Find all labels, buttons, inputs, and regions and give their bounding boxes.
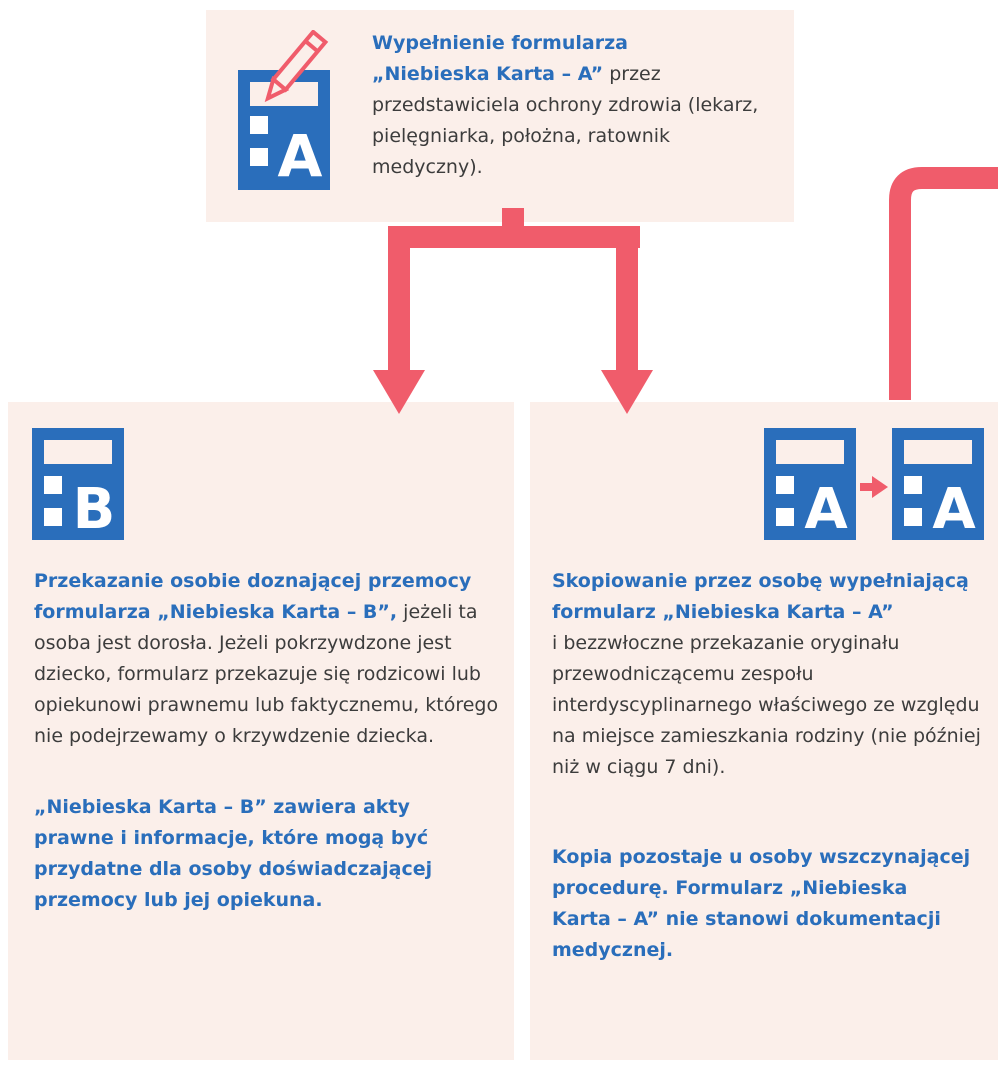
icon-letter: A	[278, 122, 323, 190]
right-step-text: Skopiowanie przez osobę wypełniającą for…	[552, 566, 992, 783]
top-step-form-name: „Niebieska Karta – A”	[372, 63, 604, 85]
svg-text:A: A	[932, 477, 976, 540]
form-a-icon: A	[764, 428, 856, 540]
icon-letter: B	[73, 477, 116, 540]
form-a-copy-icon: A	[892, 428, 984, 540]
top-step-description: przez przedstawiciela ochrony zdrowia (l…	[372, 63, 759, 178]
left-step-text: Przekazanie osobie doznającej przemocy f…	[34, 566, 504, 752]
top-step-title: Wypełnienie formularza	[372, 32, 628, 54]
left-step-description: jeżeli ta osoba jest dorosła. Jeżeli pok…	[34, 601, 499, 747]
svg-text:A: A	[804, 477, 848, 540]
connector-left-leg	[388, 226, 410, 374]
right-step-note: Kopia pozostaje u osoby wszczynającej pr…	[552, 846, 971, 961]
form-b-icon: B	[32, 428, 124, 540]
top-step-text: Wypełnienie formularza „Niebieska Karta …	[372, 28, 772, 183]
form-a-pencil-icon: A	[232, 30, 360, 194]
feedback-line	[889, 167, 998, 400]
left-step-title: Przekazanie osobie doznającej przemocy f…	[34, 570, 472, 623]
left-step-note: „Niebieska Karta – B” zawiera akty prawn…	[34, 796, 433, 911]
copy-arrow-icon	[860, 476, 888, 498]
connector-bar	[388, 226, 640, 248]
connector-right-leg	[616, 226, 638, 374]
right-step-description: i bezzwłoczne przekazanie oryginału prze…	[552, 632, 981, 778]
right-step-title: Skopiowanie przez osobę wypełniającą for…	[552, 570, 969, 623]
